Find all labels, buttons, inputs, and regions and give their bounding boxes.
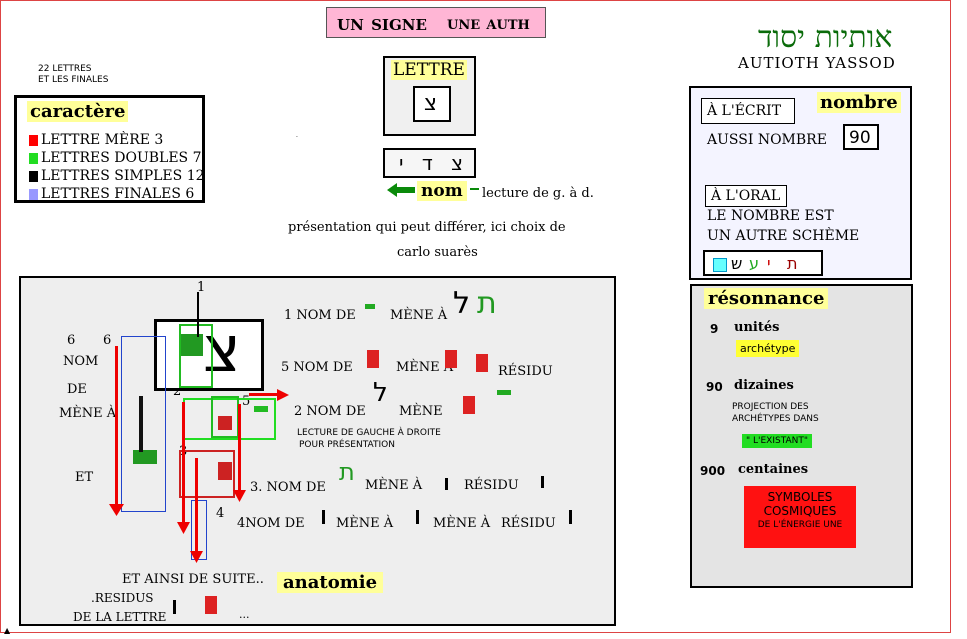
oral-letters-box: ש ע י ת <box>703 250 823 276</box>
red-box <box>179 450 235 498</box>
oral-line1: LE NOMBRE EST <box>707 208 834 224</box>
number-value: 90 <box>849 128 871 148</box>
index-6-left: 6 <box>67 333 76 348</box>
legend-item-final: LETTRES FINALES 6 <box>29 185 205 203</box>
resonance-panel: résonnance 9 unités archétype 90 dizaine… <box>690 284 913 588</box>
cyan-square-icon <box>713 258 727 272</box>
page-frame <box>0 0 951 633</box>
caractere-box: caractère LETTRE MÈRE 3 LETTRES DOUBLES … <box>14 95 205 203</box>
title-banner: un signe une auth <box>326 7 546 38</box>
index-6-right: 6 <box>103 333 112 348</box>
red-arrow-right <box>249 386 289 401</box>
aussi-nombre: AUSSI NOMBRE <box>707 132 827 148</box>
red-arrow-down-3 <box>233 404 247 502</box>
red-arrow-down-2 <box>190 458 204 563</box>
nombre-panel: À L'ÉCRIT nombre AUSSI NOMBRE 90 À L'ORA… <box>689 86 912 280</box>
existant-tag: " L'EXISTANT" <box>742 434 813 448</box>
arrow-left-icon <box>387 182 415 197</box>
blue-box-left <box>121 336 166 512</box>
legend-list: LETTRE MÈRE 3 LETTRES DOUBLES 7 LETTRES … <box>29 131 205 203</box>
black-swatch-icon <box>29 170 38 182</box>
units-label: unités <box>734 320 780 335</box>
legend-item-simple: LETTRES SIMPLES 12 <box>29 167 205 185</box>
anatomie-title: anatomie <box>277 572 384 593</box>
index-1: 1 <box>197 280 206 295</box>
letters-count-line2: ET LES FINALES <box>38 75 109 85</box>
caractere-title: caractère <box>27 101 129 122</box>
red-arrow-down-left <box>109 346 125 516</box>
red-arrow-down-1 <box>177 402 191 534</box>
legend-item-double: LETTRES DOUBLES 7 <box>29 149 205 167</box>
hundreds-label: centaines <box>738 462 809 477</box>
nom-label: nom <box>417 181 467 201</box>
legend-item-mother: LETTRE MÈRE 3 <box>29 131 205 149</box>
big-letter-box: צ <box>154 318 264 391</box>
letter-tsade: צ <box>424 91 438 116</box>
cosmic-symbols-box: SYMBOLES COSMIQUES DE L'ÉNERGIE UNE <box>744 486 856 548</box>
blue-box-small <box>191 500 207 560</box>
lettre-title: LETTRE <box>391 60 467 80</box>
red-swatch-icon <box>29 134 38 146</box>
blue-swatch-icon <box>29 188 38 200</box>
oral-box: À L'ORAL <box>705 185 787 207</box>
archetype-tag: archétype <box>736 340 800 357</box>
lettre-box: LETTRE צ <box>383 56 476 136</box>
reading-direction: lecture de g. à d. <box>482 186 594 201</box>
title-main: un signe <box>337 10 427 35</box>
tens-label: dizaines <box>734 378 794 393</box>
presentation-line2: carlo suarès <box>397 245 478 260</box>
hebrew-title: אותיות יסוד <box>758 20 893 55</box>
units-number: 9 <box>710 322 719 336</box>
letter-frame: צ <box>413 86 451 122</box>
ecrit-box: À L'ÉCRIT <box>701 98 795 124</box>
nombre-title: nombre <box>817 92 901 113</box>
letters-count-line1: 22 LETTRES <box>38 64 92 74</box>
hundreds-number: 900 <box>700 464 726 478</box>
name-letters-box: צ ד י <box>383 148 476 178</box>
green-box-top <box>179 324 213 388</box>
title-sub: une auth <box>447 13 530 34</box>
tens-number: 90 <box>706 380 723 394</box>
presentation-line1: présentation qui peut différer, ici choi… <box>288 220 566 235</box>
name-letters: צ ד י <box>399 151 469 175</box>
anatomy-panel: 1 6 6 2 5 3 4 NOM DE MÈNE À ET צ 1 NOM D… <box>19 276 616 626</box>
latin-title: AUTIOTH YASSOD <box>738 54 896 72</box>
index-4: 4 <box>216 506 225 521</box>
resonance-title: résonnance <box>704 288 829 309</box>
green-swatch-icon <box>29 152 38 164</box>
oral-line2: UN AUTRE SCHÈME <box>707 228 860 244</box>
index-2: 2 <box>173 384 182 399</box>
number-box: 90 <box>843 124 879 150</box>
index-5: 5 <box>242 394 251 409</box>
